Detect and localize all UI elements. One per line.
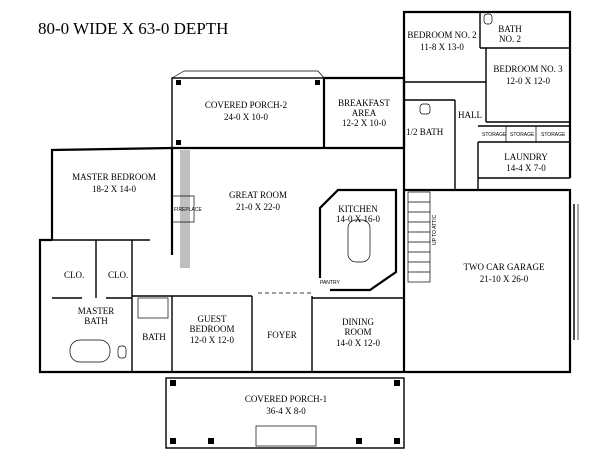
storage-label-1: STORAGE	[482, 132, 507, 138]
covered-porch-1-name: COVERED PORCH-1	[245, 394, 327, 404]
porch-1-column-3	[170, 438, 176, 444]
covered-porch-1-size: 36-4 X 8-0	[266, 406, 306, 416]
wall-bedroom-wing	[402, 10, 572, 178]
bath2-name-2: NO. 2	[499, 34, 521, 44]
porch-1-column-6	[394, 438, 400, 444]
pantry-label: PANTRY	[320, 280, 340, 286]
bedroom2-name: BEDROOM NO. 2	[407, 30, 476, 40]
breakfast-name-1: BREAKFAST	[338, 98, 390, 108]
great-room-size: 21-0 X 22-0	[236, 202, 280, 212]
bedroom3-name: BEDROOM NO. 3	[493, 64, 563, 74]
master-bedroom-size: 18-2 X 14-0	[92, 184, 136, 194]
guest-bedroom-name-2: BEDROOM	[189, 324, 234, 334]
attic-label: UP TO ATTIC	[432, 214, 438, 245]
porch-2-column-2	[176, 140, 181, 145]
porch-2-column-3	[315, 80, 320, 85]
toilet-master	[117, 345, 127, 359]
fireplace	[180, 150, 190, 268]
bedroom2-size: 11-8 X 13-0	[420, 42, 464, 52]
dining-name-1: DINING	[342, 317, 374, 327]
fireplace-label: FIREPLACE	[174, 207, 202, 213]
guest-bedroom-name-1: GUEST	[198, 314, 228, 324]
porch-1-column-1	[170, 380, 176, 386]
kitchen-counter-l	[318, 188, 362, 278]
master-tub	[69, 339, 111, 363]
stairs: UP TO ATTIC	[407, 191, 438, 283]
kitchen-island	[347, 219, 371, 263]
kitchen-size: 14-0 X 16-0	[336, 214, 380, 224]
dining-name-2: ROOM	[344, 327, 371, 337]
wall-covered-porch-2-roof-left	[171, 70, 185, 79]
master-bath-name-2: BATH	[84, 316, 108, 326]
kitchen-counter-r	[330, 188, 398, 292]
kitchen-name: KITCHEN	[338, 204, 378, 214]
breakfast-size: 12-2 X 10-0	[342, 118, 386, 128]
covered-porch-2-size: 24-0 X 10-0	[224, 112, 268, 122]
dining-size: 14-0 X 12-0	[336, 338, 380, 348]
half-bath-name: 1/2 BATH	[406, 127, 444, 137]
wall-master-bedroom	[50, 146, 173, 240]
closet-label-1: CLO.	[64, 270, 84, 280]
toilet-half-bath	[419, 103, 431, 115]
bath2-name-1: BATH	[498, 24, 522, 34]
bedroom3-size: 12-0 X 12-0	[506, 76, 550, 86]
porch-1-steps	[255, 425, 317, 447]
garage-name: TWO CAR GARAGE	[464, 262, 545, 272]
hall-name: HALL	[458, 110, 482, 120]
toilet-bath2	[483, 13, 493, 25]
fireplace-box	[171, 195, 195, 223]
master-bath-name-1: MASTER	[78, 306, 115, 316]
porch-1-outline	[165, 377, 405, 449]
foyer-name: FOYER	[267, 330, 297, 340]
breakfast-name-2: AREA	[352, 108, 377, 118]
covered-porch-1	[165, 377, 405, 449]
wall-laundry-hall	[454, 148, 479, 191]
porch-1-column-2	[394, 380, 400, 386]
kitchen-counters: PANTRY	[318, 188, 398, 292]
stairs-outline	[407, 191, 431, 283]
guest-bedroom-size: 12-0 X 12-0	[190, 335, 234, 345]
laundry-size: 14-4 X 7-0	[506, 163, 546, 173]
laundry-name: LAUNDRY	[504, 152, 548, 162]
porch-1-column-4	[208, 438, 214, 444]
storage-label-3: STORAGE	[541, 132, 566, 138]
garage-size: 21-10 X 26-0	[480, 274, 529, 284]
porch-2-column-1	[176, 80, 181, 85]
storage-label-2: STORAGE	[510, 132, 535, 138]
master-bedroom-name: MASTER BEDROOM	[72, 172, 156, 182]
porch-1-column-5	[356, 438, 362, 444]
closet-label-2: CLO.	[108, 270, 128, 280]
wall-covered-porch-2-roof-right	[317, 70, 325, 79]
covered-porch-2-name: COVERED PORCH-2	[205, 100, 287, 110]
master-shower	[137, 297, 169, 319]
wall-garage	[404, 188, 572, 374]
great-room-name: GREAT ROOM	[229, 190, 287, 200]
plan-title: 80-0 WIDE X 63-0 DEPTH	[38, 19, 228, 38]
bath-name: BATH	[142, 332, 166, 342]
